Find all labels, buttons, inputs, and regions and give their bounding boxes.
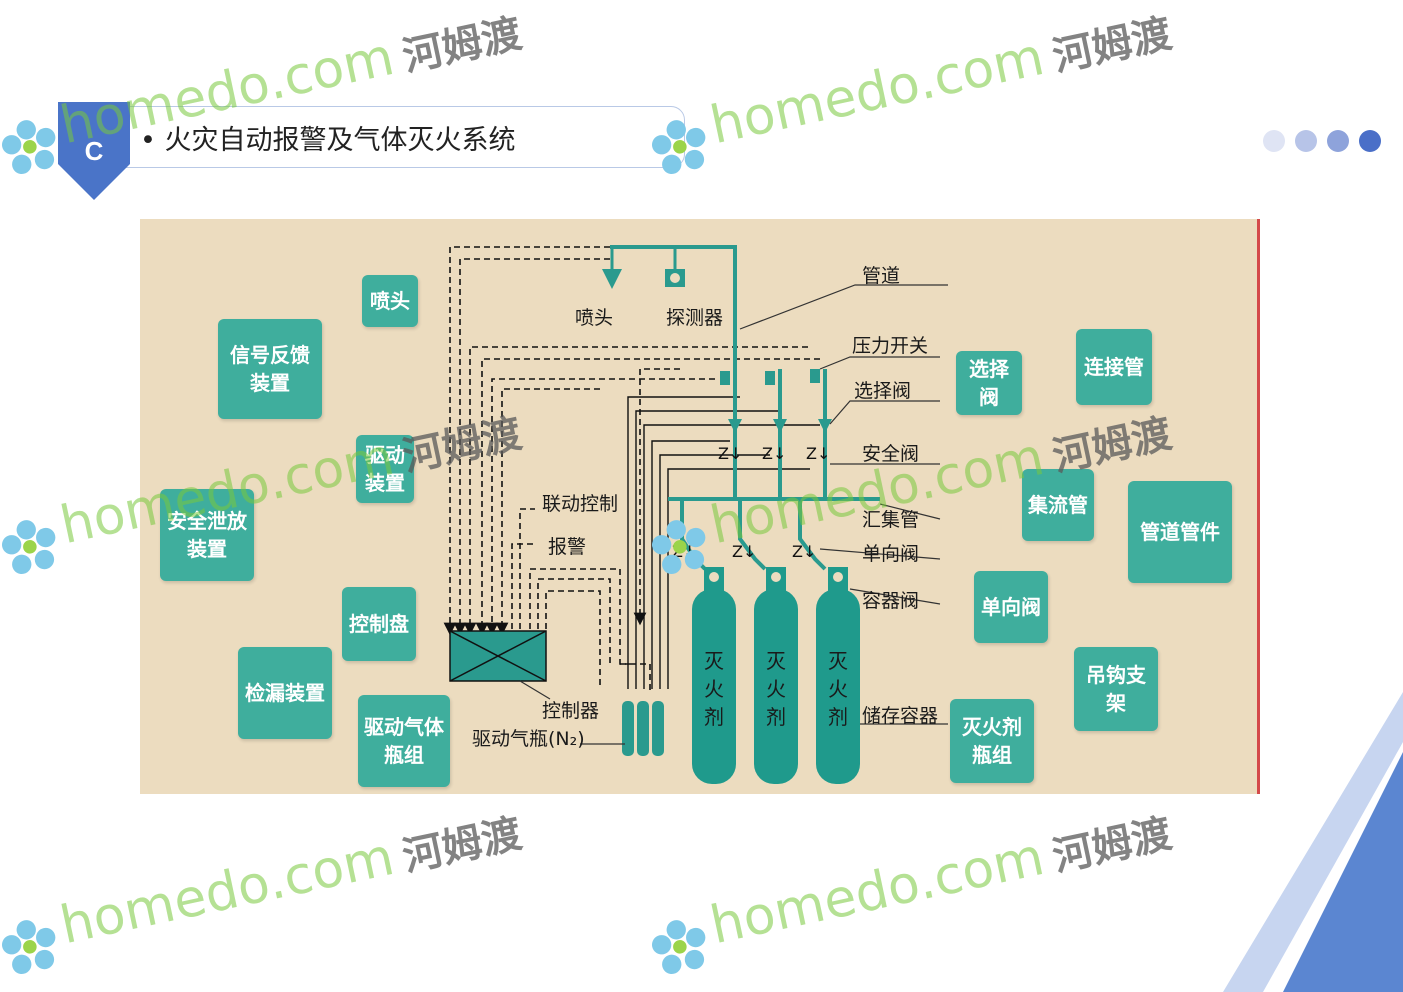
label-nozzle: 喷头 <box>575 307 614 329</box>
diagram-panel: Z↓ Z↓ Z↓ Z↓ Z↓ Z↓ <box>140 219 1260 794</box>
svg-text:Z↓: Z↓ <box>762 444 786 463</box>
box-leak-detection: 检漏装置 <box>238 647 332 739</box>
watermark-flower-icon <box>1 119 56 174</box>
svg-text:Z↓: Z↓ <box>806 444 830 463</box>
label-collection-pipe: 汇集管 <box>862 509 920 531</box>
page-title: • 火灾自动报警及气体灭火系统 <box>140 125 516 156</box>
watermark: homedo.com河姆渡 <box>643 0 1179 181</box>
box-drive-gas-bottles: 驱动气体瓶组 <box>358 695 450 787</box>
label-pressure-switch: 压力开关 <box>852 335 929 357</box>
cylinder-3-label: 灭火剂 <box>828 649 848 729</box>
box-nozzle: 喷头 <box>362 275 418 327</box>
label-storage-container: 储存容器 <box>862 705 939 727</box>
system-schematic: Z↓ Z↓ Z↓ Z↓ Z↓ Z↓ <box>443 245 948 784</box>
box-signal-feedback: 信号反馈装置 <box>218 319 322 419</box>
box-check-valve: 单向阀 <box>974 571 1048 643</box>
label-container-valve: 容器阀 <box>862 590 920 612</box>
label-alarm: 报警 <box>548 536 587 558</box>
box-agent-bottle-set: 灭火剂瓶组 <box>950 699 1034 783</box>
title-bar <box>78 106 685 168</box>
section-badge: C <box>58 102 130 200</box>
driver-bottles <box>622 701 664 756</box>
decor-corner-stripes <box>1223 692 1403 992</box>
controller-box <box>449 630 547 682</box>
nozzle-icon <box>602 269 622 289</box>
box-safety-relief: 安全泄放装置 <box>160 489 254 581</box>
box-connecting-pipe: 连接管 <box>1076 329 1152 405</box>
watermark-flower-icon <box>1 519 56 574</box>
box-control-panel: 控制盘 <box>342 587 416 661</box>
box-pipe-fittings: 管道管件 <box>1128 481 1232 583</box>
label-selector-valve: 选择阀 <box>854 380 912 402</box>
label-drive-gas-bottle: 驱动气瓶(N₂) <box>472 728 585 750</box>
pressure-switch-icons <box>720 369 820 385</box>
section-badge-letter: C <box>85 136 104 166</box>
label-detector: 探测器 <box>666 307 724 329</box>
label-controller: 控制器 <box>542 700 600 722</box>
watermark-flower-icon <box>1 919 56 974</box>
svg-text:Z↓: Z↓ <box>718 444 742 463</box>
cylinder-2-label: 灭火剂 <box>766 649 786 729</box>
watermark-flower-icon <box>651 919 706 974</box>
decor-dots <box>1263 130 1381 152</box>
svg-text:Z↓: Z↓ <box>792 542 816 561</box>
label-safety-valve: 安全阀 <box>862 443 920 465</box>
svg-text:Z↓: Z↓ <box>672 542 696 561</box>
watermark: homedo.com河姆渡 <box>643 800 1179 981</box>
svg-text:Z↓: Z↓ <box>732 542 756 561</box>
label-linkage-control: 联动控制 <box>542 493 619 515</box>
label-pipe: 管道 <box>862 265 901 287</box>
selector-valve-icons <box>728 419 832 433</box>
cylinder-1-label: 灭火剂 <box>704 649 724 729</box>
box-manifold: 集流管 <box>1022 469 1094 541</box>
box-hook-bracket: 吊钩支架 <box>1074 647 1158 731</box>
box-actuator: 驱动装置 <box>356 435 414 503</box>
watermark: homedo.com河姆渡 <box>0 800 529 981</box>
label-check-valve: 单向阀 <box>862 543 920 565</box>
box-selector-valve: 选择阀 <box>956 351 1022 415</box>
